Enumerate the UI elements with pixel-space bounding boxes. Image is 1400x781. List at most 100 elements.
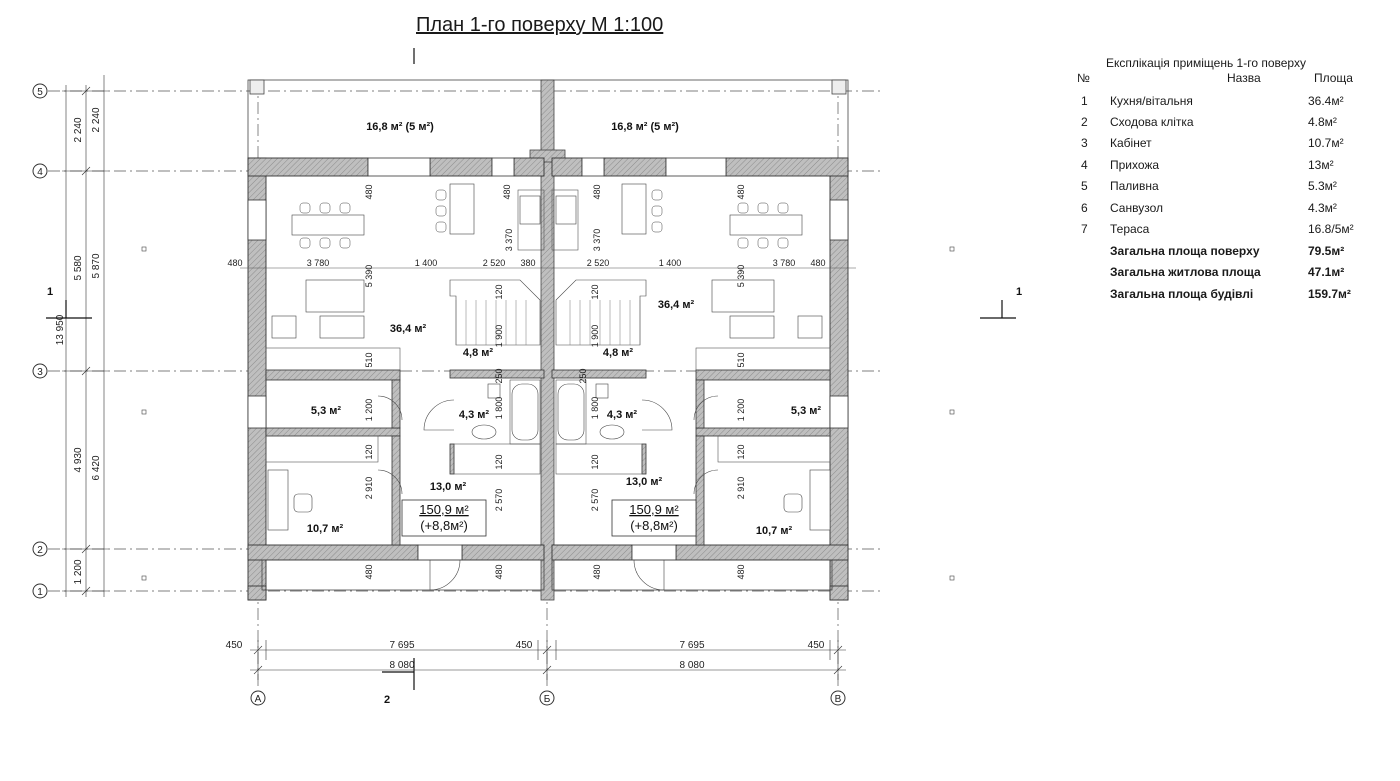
dim-v-2910-l: 2 910 (364, 477, 374, 500)
axis-bubble-4 (32, 163, 48, 179)
section-label-2: 2 (384, 694, 390, 706)
row-area: 10.7м² (1308, 136, 1344, 150)
dim-v-1900-l: 1 900 (494, 325, 504, 348)
axis-bubble-2 (32, 541, 48, 557)
dim-left-inner-d: 1 200 (73, 559, 84, 584)
shelf-right (809, 469, 831, 531)
dim-left-mid-b: 6 420 (91, 455, 102, 480)
row-no: 2 (1081, 115, 1088, 129)
dim-v-480-3: 480 (592, 184, 602, 199)
chair (435, 221, 447, 233)
axis-bubble-1 (32, 583, 48, 599)
dim-inner-480-r: 480 (810, 258, 825, 268)
room-office-left: 10,7 м² (307, 523, 344, 535)
drawing-title: План 1-го поверху М 1:100 (416, 14, 664, 36)
room-hall-right: 13,0 м² (626, 476, 663, 488)
chair (319, 237, 331, 249)
axis-label-3: 3 (37, 367, 43, 378)
kitchen-island-left (449, 183, 475, 235)
room-living-right: 36,4 м² (658, 299, 695, 311)
chair (435, 189, 447, 201)
dim-top-a: 2 240 (91, 107, 102, 132)
room-boiler-left: 5,3 м² (311, 405, 341, 417)
chair (757, 237, 769, 249)
dim-v-2910-r: 2 910 (736, 477, 746, 500)
room-hall-left: 13,0 м² (430, 481, 467, 493)
total-area-left: 150,9 м² (419, 502, 469, 517)
dim-bottom-450-3: 450 (808, 640, 825, 651)
dim-v-480-7: 480 (592, 564, 602, 579)
explication-title: Експлікація приміщень 1-го поверху (1106, 56, 1306, 70)
chair (737, 237, 749, 249)
coffee-table-right (729, 315, 775, 339)
dim-v-1200-r: 1 200 (736, 399, 746, 422)
explication-total-living: Загальна житлова площа 47.1м² (1072, 265, 1372, 283)
axis-bubble-3 (32, 363, 48, 379)
row-area: 36.4м² (1308, 94, 1344, 108)
row-no: 4 (1081, 158, 1088, 172)
dim-bottom-450-2: 450 (516, 640, 533, 651)
row-area: 4.8м² (1308, 115, 1337, 129)
total-area-boxes (401, 499, 697, 537)
dim-v-120-bath-r: 120 (590, 454, 600, 469)
dim-left-mid-a: 5 870 (91, 253, 102, 278)
chair (651, 221, 663, 233)
chair (777, 237, 789, 249)
bath-fixtures (471, 383, 625, 441)
total-name: Загальна площа поверху (1110, 244, 1260, 258)
range-left (519, 195, 541, 225)
chair (339, 202, 351, 214)
total-area: 159.7м² (1308, 287, 1351, 301)
room-terrace-right: 16,8 м² (5 м²) (611, 121, 679, 133)
room-living-left: 36,4 м² (390, 323, 427, 335)
dim-v-250-r: 250 (578, 368, 588, 383)
armchair-left (271, 315, 297, 339)
dim-v-1800-r: 1 800 (590, 397, 600, 420)
explication-row: 6 Санвузол 4.3м² (1072, 201, 1372, 219)
bottom-dimension-lines (250, 640, 846, 680)
dim-v-480-1: 480 (364, 184, 374, 199)
office-chair-left (293, 493, 313, 513)
windows (247, 157, 849, 561)
explication-total-floor: Загальна площа поверху 79.5м² (1072, 244, 1372, 262)
sink-right (599, 424, 625, 440)
dim-v-5390-l: 5 390 (364, 265, 374, 288)
row-area: 5.3м² (1308, 179, 1337, 193)
explication-total-building: Загальна площа будівлі 159.7м² (1072, 287, 1372, 305)
row-area: 4.3м² (1308, 201, 1337, 215)
dim-bottom-half: 8 080 (389, 660, 414, 671)
dim-v-480-5: 480 (364, 564, 374, 579)
dim-v-510-r: 510 (736, 352, 746, 367)
total-name: Загальна площа будівлі (1110, 287, 1254, 301)
explication-row: 3 Кабінет 10.7м² (1072, 136, 1372, 154)
dim-inner-480-l: 480 (227, 258, 242, 268)
room-stair-right: 4,8 м² (603, 347, 633, 359)
total-area: 79.5м² (1308, 244, 1345, 258)
toilet-right (595, 383, 609, 399)
toilet-left (487, 383, 501, 399)
dim-v-480-2: 480 (502, 184, 512, 199)
stairs (449, 279, 647, 346)
office-chair-right (783, 493, 803, 513)
dim-v-480-6: 480 (494, 564, 504, 579)
row-no: 3 (1081, 136, 1088, 150)
dim-left-inner-b: 5 580 (73, 255, 84, 280)
room-bath-right: 4,3 м² (607, 409, 637, 421)
outer-walls (247, 157, 849, 601)
sofa-left (305, 279, 365, 313)
dim-v-510-l: 510 (364, 352, 374, 367)
dim-bottom-450-1: 450 (226, 640, 243, 651)
dim-v-1200-l: 1 200 (364, 399, 374, 422)
dim-inner-3780-l: 3 780 (307, 258, 330, 268)
dim-left-inner-a: 2 240 (73, 117, 84, 142)
dim-v-1800-l: 1 800 (494, 397, 504, 420)
axis-bubble-5 (32, 83, 48, 99)
dim-v-480-8: 480 (736, 564, 746, 579)
row-name: Санвузол (1110, 201, 1163, 215)
dim-v-120-l: 120 (364, 444, 374, 459)
axis-bubbles (32, 83, 846, 706)
chair (299, 237, 311, 249)
dim-v-120-r: 120 (736, 444, 746, 459)
axis-label-b: Б (544, 694, 551, 705)
